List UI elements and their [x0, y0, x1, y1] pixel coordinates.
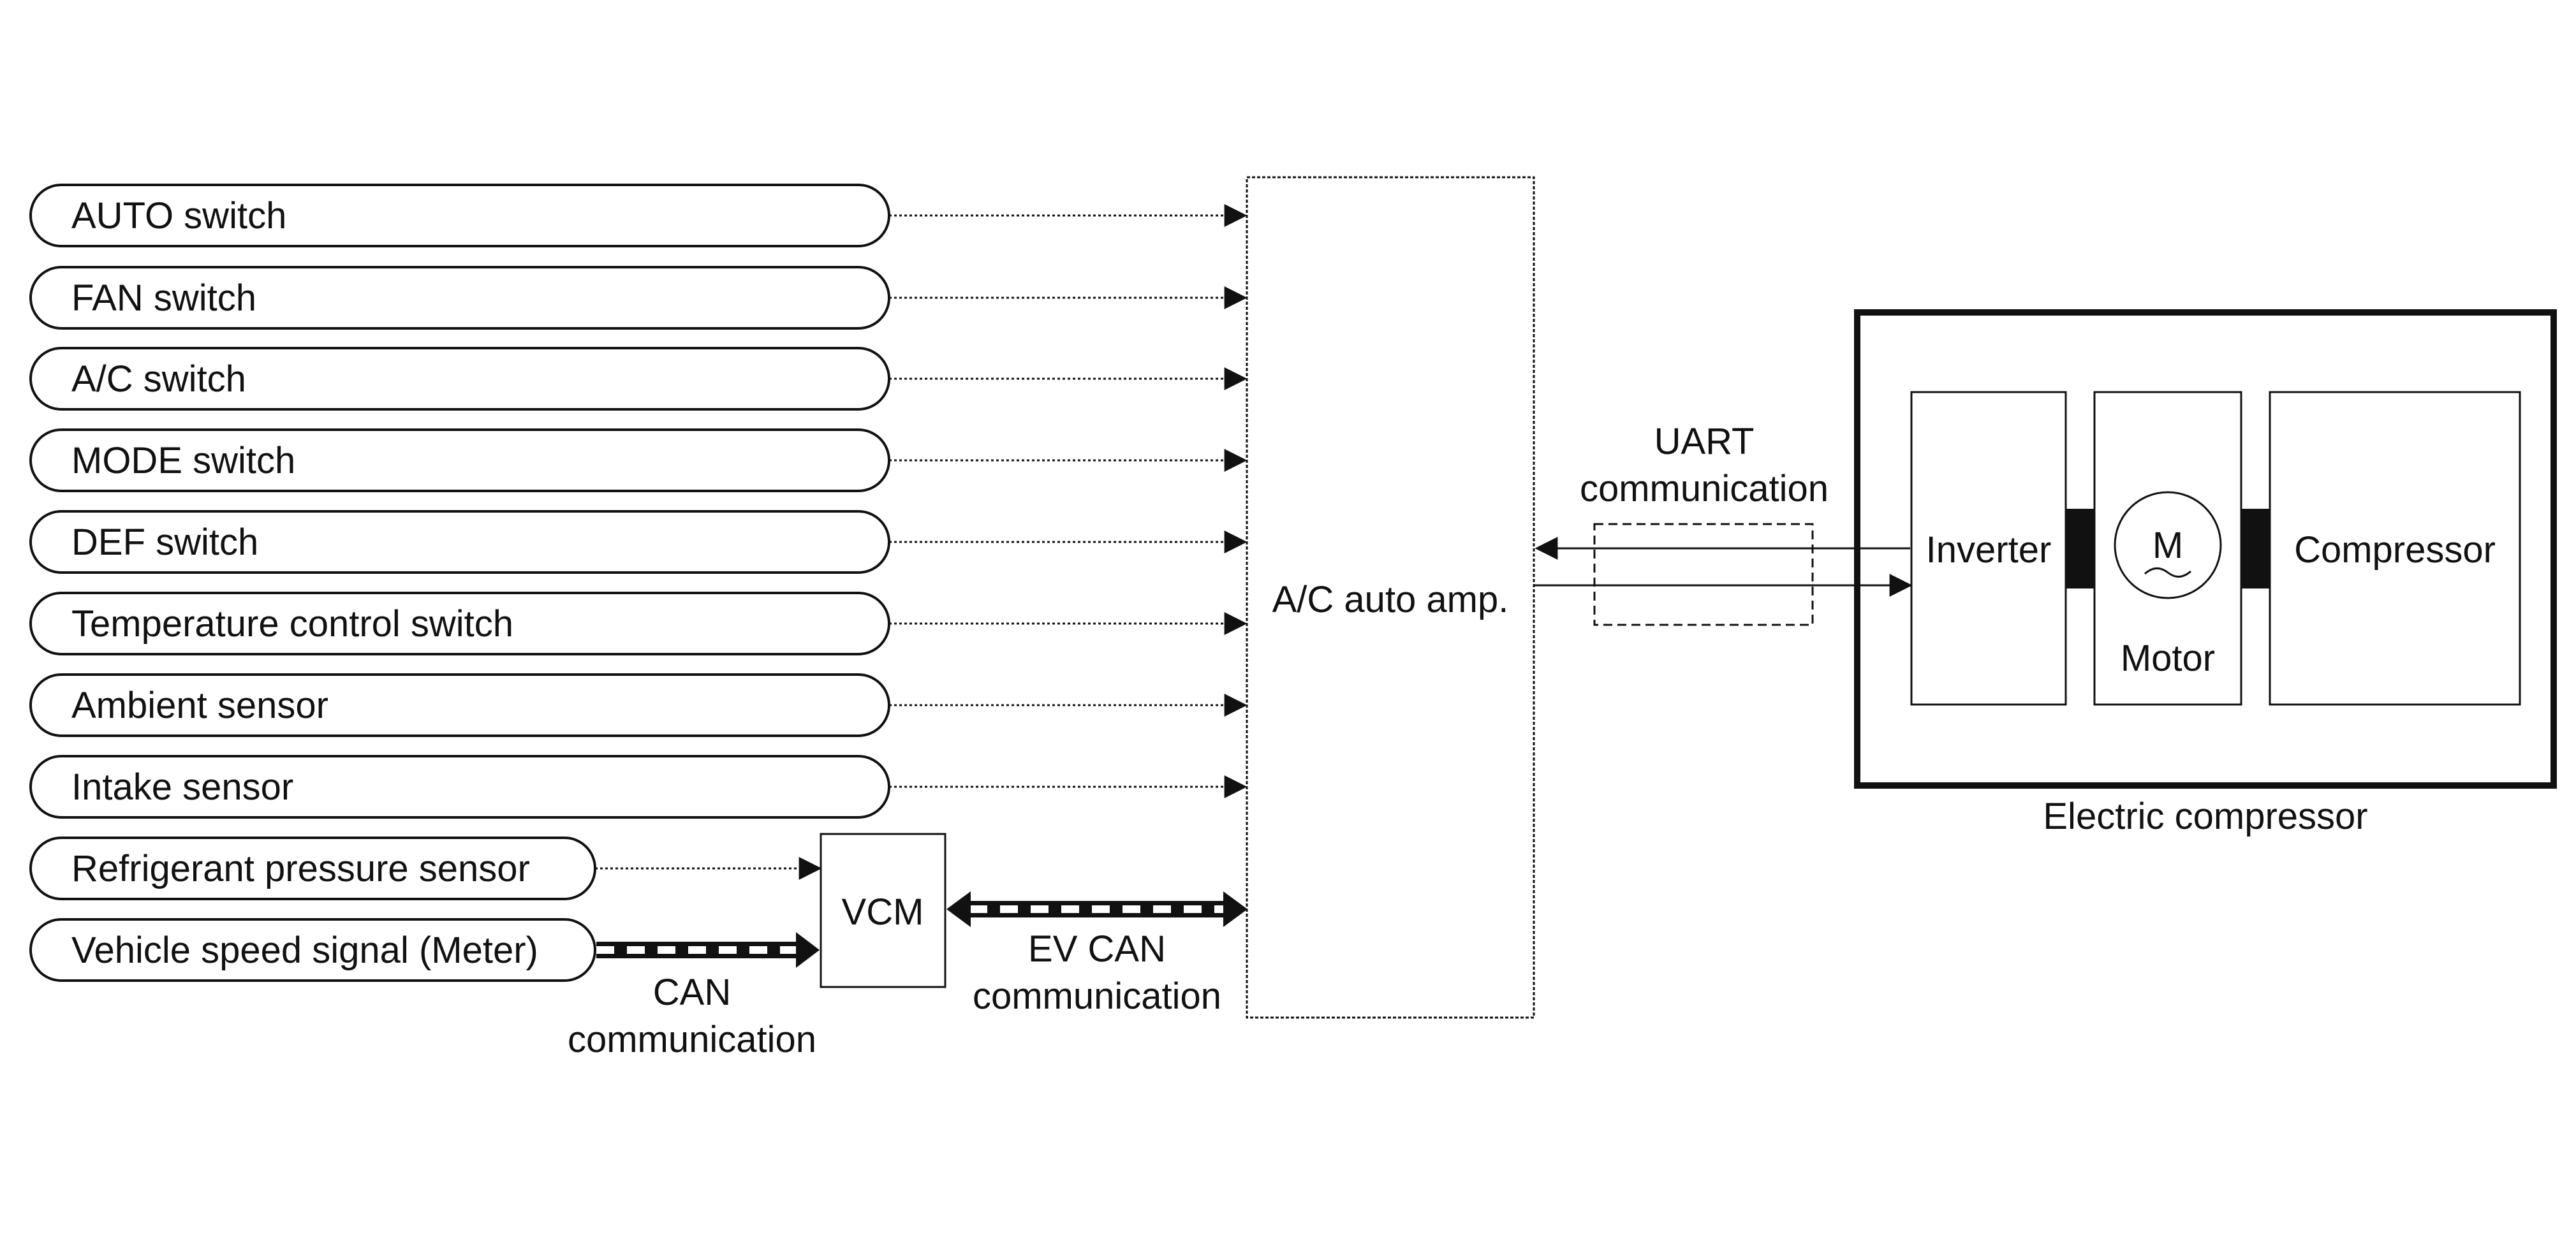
- electric-compressor-frame: [1854, 309, 2557, 789]
- input-label: Temperature control switch: [71, 603, 513, 645]
- ev-can-label-line2: communication: [973, 976, 1221, 1017]
- input-auto-switch: AUTO switch: [29, 184, 1248, 247]
- input-temperature-control-switch: Temperature control switch: [29, 592, 1248, 655]
- input-mode-switch: MODE switch: [29, 428, 1248, 492]
- vcm-box: VCM: [820, 833, 946, 988]
- input-ambient-sensor: Ambient sensor: [29, 673, 1248, 737]
- motor-symbol-letter: M: [2153, 525, 2183, 566]
- inverter-motor-coupling: [2066, 509, 2094, 588]
- inverter-box: Inverter: [1910, 391, 2067, 706]
- input-fan-switch: FAN switch: [29, 266, 1248, 330]
- uart-dashed-frame: [1593, 523, 1814, 626]
- uart-link: UART communication: [1534, 421, 1913, 626]
- motor-label: Motor: [2121, 638, 2215, 679]
- motor-compressor-coupling: [2241, 509, 2270, 588]
- ac-auto-amp-box: A/C auto amp.: [1246, 176, 1535, 1019]
- inverter-label: Inverter: [1926, 529, 2052, 571]
- input-list: AUTO switch FAN switch A/C switch MODE s…: [29, 184, 1248, 982]
- motor-symbol-icon: [2114, 491, 2222, 599]
- can-label-line2: communication: [568, 1019, 816, 1060]
- ev-can-right-arrowhead: [1223, 891, 1248, 927]
- input-label: AUTO switch: [71, 195, 286, 237]
- input-label: MODE switch: [71, 440, 295, 481]
- ev-can-label-line1: EV CAN: [1028, 928, 1166, 970]
- electric-compressor-label: Electric compressor: [2043, 796, 2367, 837]
- input-refrigerant-pressure-sensor: Refrigerant pressure sensor: [29, 837, 822, 900]
- uart-label-line1: UART: [1654, 421, 1755, 462]
- ev-can-link: EV CAN communication: [946, 891, 1248, 1017]
- motor-box: M Motor: [2093, 391, 2242, 706]
- can-arrowhead: [796, 932, 820, 968]
- electric-compressor: Inverter M Motor Compressor Electric com…: [1854, 309, 2557, 837]
- input-label: DEF switch: [71, 522, 258, 563]
- ac-auto-amp-label: A/C auto amp.: [1272, 579, 1509, 620]
- vcm-label: VCM: [842, 891, 924, 933]
- ev-can-left-arrowhead: [946, 891, 971, 927]
- input-label: Vehicle speed signal (Meter): [71, 930, 538, 971]
- input-label: FAN switch: [71, 277, 256, 319]
- input-label: Ambient sensor: [71, 685, 328, 726]
- input-label: Intake sensor: [71, 766, 293, 808]
- can-label-line1: CAN: [653, 972, 731, 1013]
- uart-label-line2: communication: [1580, 468, 1829, 509]
- compressor-label: Compressor: [2294, 529, 2496, 571]
- input-ac-switch: A/C switch: [29, 347, 1248, 411]
- input-intake-sensor: Intake sensor: [29, 755, 1248, 819]
- input-label: Refrigerant pressure sensor: [71, 848, 530, 889]
- input-def-switch: DEF switch: [29, 510, 1248, 574]
- input-vehicle-speed-signal: Vehicle speed signal (Meter): [29, 918, 596, 982]
- ac-wave-icon: [2144, 567, 2191, 578]
- input-label: A/C switch: [71, 358, 246, 400]
- can-link: CAN communication: [568, 932, 820, 1060]
- compressor-box: Compressor: [2269, 391, 2521, 706]
